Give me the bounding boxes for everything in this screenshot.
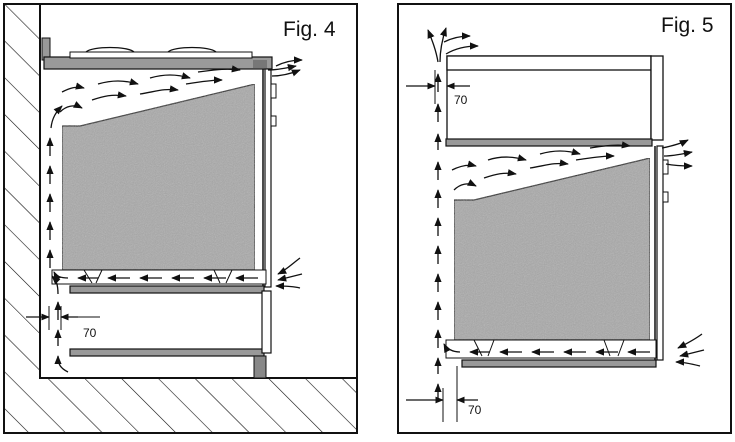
fig4-clearance-label: 70	[83, 326, 97, 340]
fig5-upper-cabinet-door	[650, 55, 664, 141]
fig4-hob-edge	[253, 60, 267, 68]
fig5-airflow-arrows	[427, 27, 705, 400]
fig4-wall-outline	[39, 5, 357, 379]
fig4-worktop	[43, 56, 273, 70]
fig5-middle-shelf	[445, 138, 653, 147]
fig4-shelf-lower	[69, 348, 265, 357]
fig4-title: Fig. 4	[283, 18, 336, 41]
fig5-bottom-clearance-label: 70	[468, 403, 482, 417]
fig4-plinth	[261, 290, 272, 354]
figure-5: 70 70 Fig. 5	[397, 3, 732, 434]
fig5-bottom-clearance-dimension	[406, 366, 478, 422]
fig5-oven-bottom-gap	[445, 339, 657, 359]
fig5-oven-feet	[473, 339, 625, 357]
fig4-oven-feet	[83, 269, 233, 284]
fig5-oven-body	[453, 157, 651, 341]
fig5-knob-2	[662, 191, 669, 203]
fig4-burners	[85, 46, 217, 53]
fig5-oven-front	[656, 145, 664, 361]
fig4-airflow-arrows	[46, 56, 303, 373]
figure-4: 70 Fig. 4	[3, 3, 358, 434]
fig5-upper-cabinet-top	[446, 55, 652, 71]
fig4-shelf-upper	[69, 285, 265, 294]
fig4-oven-bottom-gap	[51, 269, 267, 285]
fig4-clearance-dimension	[26, 306, 100, 330]
fig4-leg	[253, 355, 267, 379]
fig5-title: Fig. 5	[661, 14, 714, 37]
fig4-hob	[69, 51, 253, 59]
fig5-knob-1	[662, 159, 669, 175]
fig4-knob-1	[270, 83, 277, 99]
fig4-knob-2	[270, 115, 277, 127]
fig4-oven-body	[61, 83, 256, 271]
fig5-top-clearance-dimension	[406, 70, 470, 104]
fig5-bottom-shelf	[461, 359, 657, 368]
fig4-wall-hatch	[5, 5, 357, 432]
fig4-oven-front	[264, 68, 272, 288]
fig5-top-clearance-label: 70	[454, 93, 468, 107]
